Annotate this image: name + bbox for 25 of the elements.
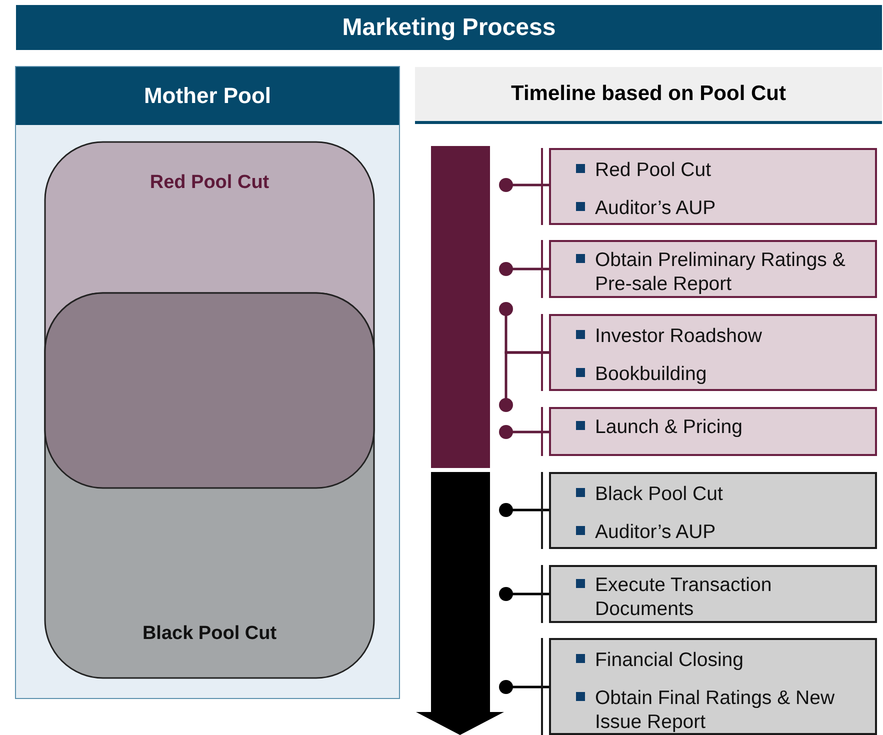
step-text: Execute Transaction Documents — [595, 573, 773, 621]
connector — [499, 262, 549, 276]
section-heading: Timeline based on Pool Cut — [511, 82, 786, 106]
step-text: Bookbuilding — [595, 362, 707, 386]
panel-header: Mother Pool — [16, 67, 399, 125]
step-text: Auditor’s AUP — [595, 520, 716, 544]
title-banner: Marketing Process — [16, 5, 882, 50]
step-text: Launch & Pricing — [595, 415, 742, 439]
step-text: Financial Closing — [595, 648, 744, 672]
region-label: Red Pool Cut — [150, 172, 270, 194]
step-text: Auditor’s AUP — [595, 196, 716, 220]
connector — [499, 425, 549, 439]
step-text: Obtain Final Ratings & New Issue Report — [595, 686, 836, 734]
connector — [499, 351, 549, 412]
step-text: Obtain Preliminary Ratings & Pre-sale Report — [595, 248, 846, 296]
connector — [499, 587, 549, 601]
header-band — [415, 67, 882, 124]
connector — [499, 503, 549, 517]
region-label: Black Pool Cut — [142, 623, 277, 645]
connector — [499, 680, 549, 694]
pool-panel — [15, 66, 400, 699]
step-text: Investor Roadshow — [595, 324, 762, 348]
step-text: Red Pool Cut — [595, 158, 711, 182]
step-text: Black Pool Cut — [595, 482, 723, 506]
connector — [499, 178, 549, 192]
